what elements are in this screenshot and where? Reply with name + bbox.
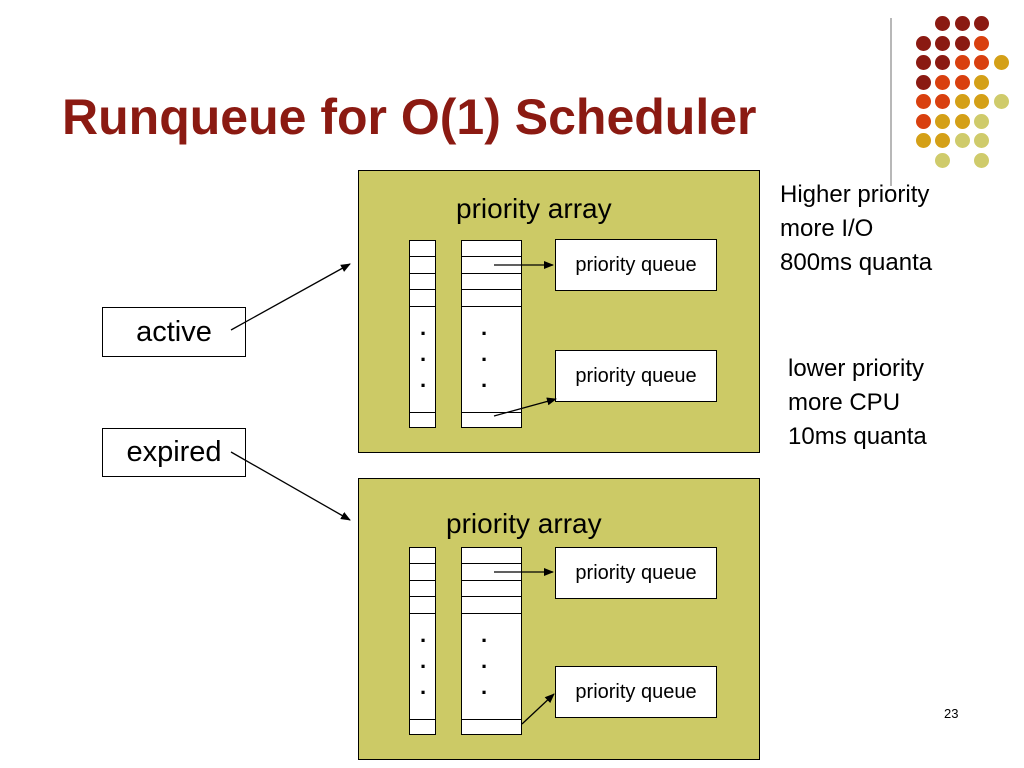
decorative-dot — [974, 133, 989, 148]
decorative-dot — [935, 133, 950, 148]
expired-label: expired — [126, 436, 222, 468]
decorative-dot — [974, 55, 989, 70]
decorative-dot — [974, 35, 989, 51]
bitmap-ellipsis: ... — [419, 315, 427, 392]
priority-array-title: priority array — [446, 508, 602, 539]
decorative-dot — [954, 16, 970, 31]
note-line: more CPU — [788, 389, 901, 416]
note-line: 800ms quanta — [780, 249, 933, 276]
decorative-dot — [915, 74, 931, 90]
decorative-dot — [935, 16, 950, 31]
decorative-dot — [915, 113, 931, 129]
priority-queue-box: priority queue — [555, 239, 717, 291]
queue-array-column — [461, 547, 522, 735]
priority-queue-box: priority queue — [555, 666, 717, 718]
decorative-dot — [935, 55, 950, 70]
decorative-dot — [993, 55, 1009, 70]
decorative-dot — [954, 55, 970, 70]
lower-priority-note: lower priority more CPU 10ms quanta — [788, 352, 927, 454]
queue-link-arrow — [493, 397, 557, 417]
queue-link-arrow — [521, 693, 555, 725]
priority-queue-box: priority queue — [555, 350, 717, 402]
queue-array-ellipsis: ... — [480, 622, 488, 699]
priority-queue-box: priority queue — [555, 547, 717, 599]
active-pointer-arrow — [230, 263, 351, 331]
decorative-divider — [890, 18, 892, 186]
decorative-dot — [993, 94, 1009, 109]
decorative-dot — [915, 133, 931, 148]
active-pointer-box: active — [102, 307, 246, 357]
decorative-dot — [915, 35, 931, 51]
decorative-dot — [954, 94, 970, 109]
priority-array-panel-active: priority array ... ... priority queue pr… — [358, 170, 760, 453]
priority-array-title: priority array — [456, 193, 612, 224]
decorative-dot — [915, 94, 931, 109]
decorative-dot — [935, 113, 950, 129]
decorative-dot — [974, 152, 989, 168]
bitmap-column — [409, 240, 436, 428]
decorative-dot — [974, 74, 989, 90]
note-line: 10ms quanta — [788, 423, 927, 450]
decorative-dot — [935, 35, 950, 51]
note-line: lower priority — [788, 355, 925, 382]
decorative-dot — [954, 133, 970, 148]
active-label: active — [136, 315, 212, 348]
expired-pointer-box: expired — [102, 428, 246, 477]
bitmap-column — [409, 547, 436, 735]
note-line: more I/O — [780, 215, 874, 242]
decorative-dot — [935, 152, 950, 168]
note-line: Higher priority — [780, 181, 930, 208]
priority-array-panel-expired: priority array ... ... priority queue pr… — [358, 478, 760, 760]
slide-title: Runqueue for O(1) Scheduler — [62, 89, 757, 145]
expired-pointer-arrow — [230, 451, 351, 521]
decorative-dot — [954, 113, 970, 129]
bitmap-ellipsis: ... — [419, 622, 427, 699]
decorative-dot — [915, 55, 931, 70]
decorative-dot — [935, 94, 950, 109]
page-number: 23 — [944, 706, 959, 721]
decorative-dot — [974, 94, 989, 109]
decorative-dot — [974, 113, 989, 129]
decorative-dot — [935, 74, 950, 90]
decorative-dot — [974, 16, 989, 31]
queue-array-ellipsis: ... — [480, 315, 488, 392]
decorative-dot — [954, 35, 970, 51]
higher-priority-note: Higher priority more I/O 800ms quanta — [780, 178, 932, 280]
decorative-dot — [954, 74, 970, 90]
queue-array-column — [461, 240, 522, 428]
